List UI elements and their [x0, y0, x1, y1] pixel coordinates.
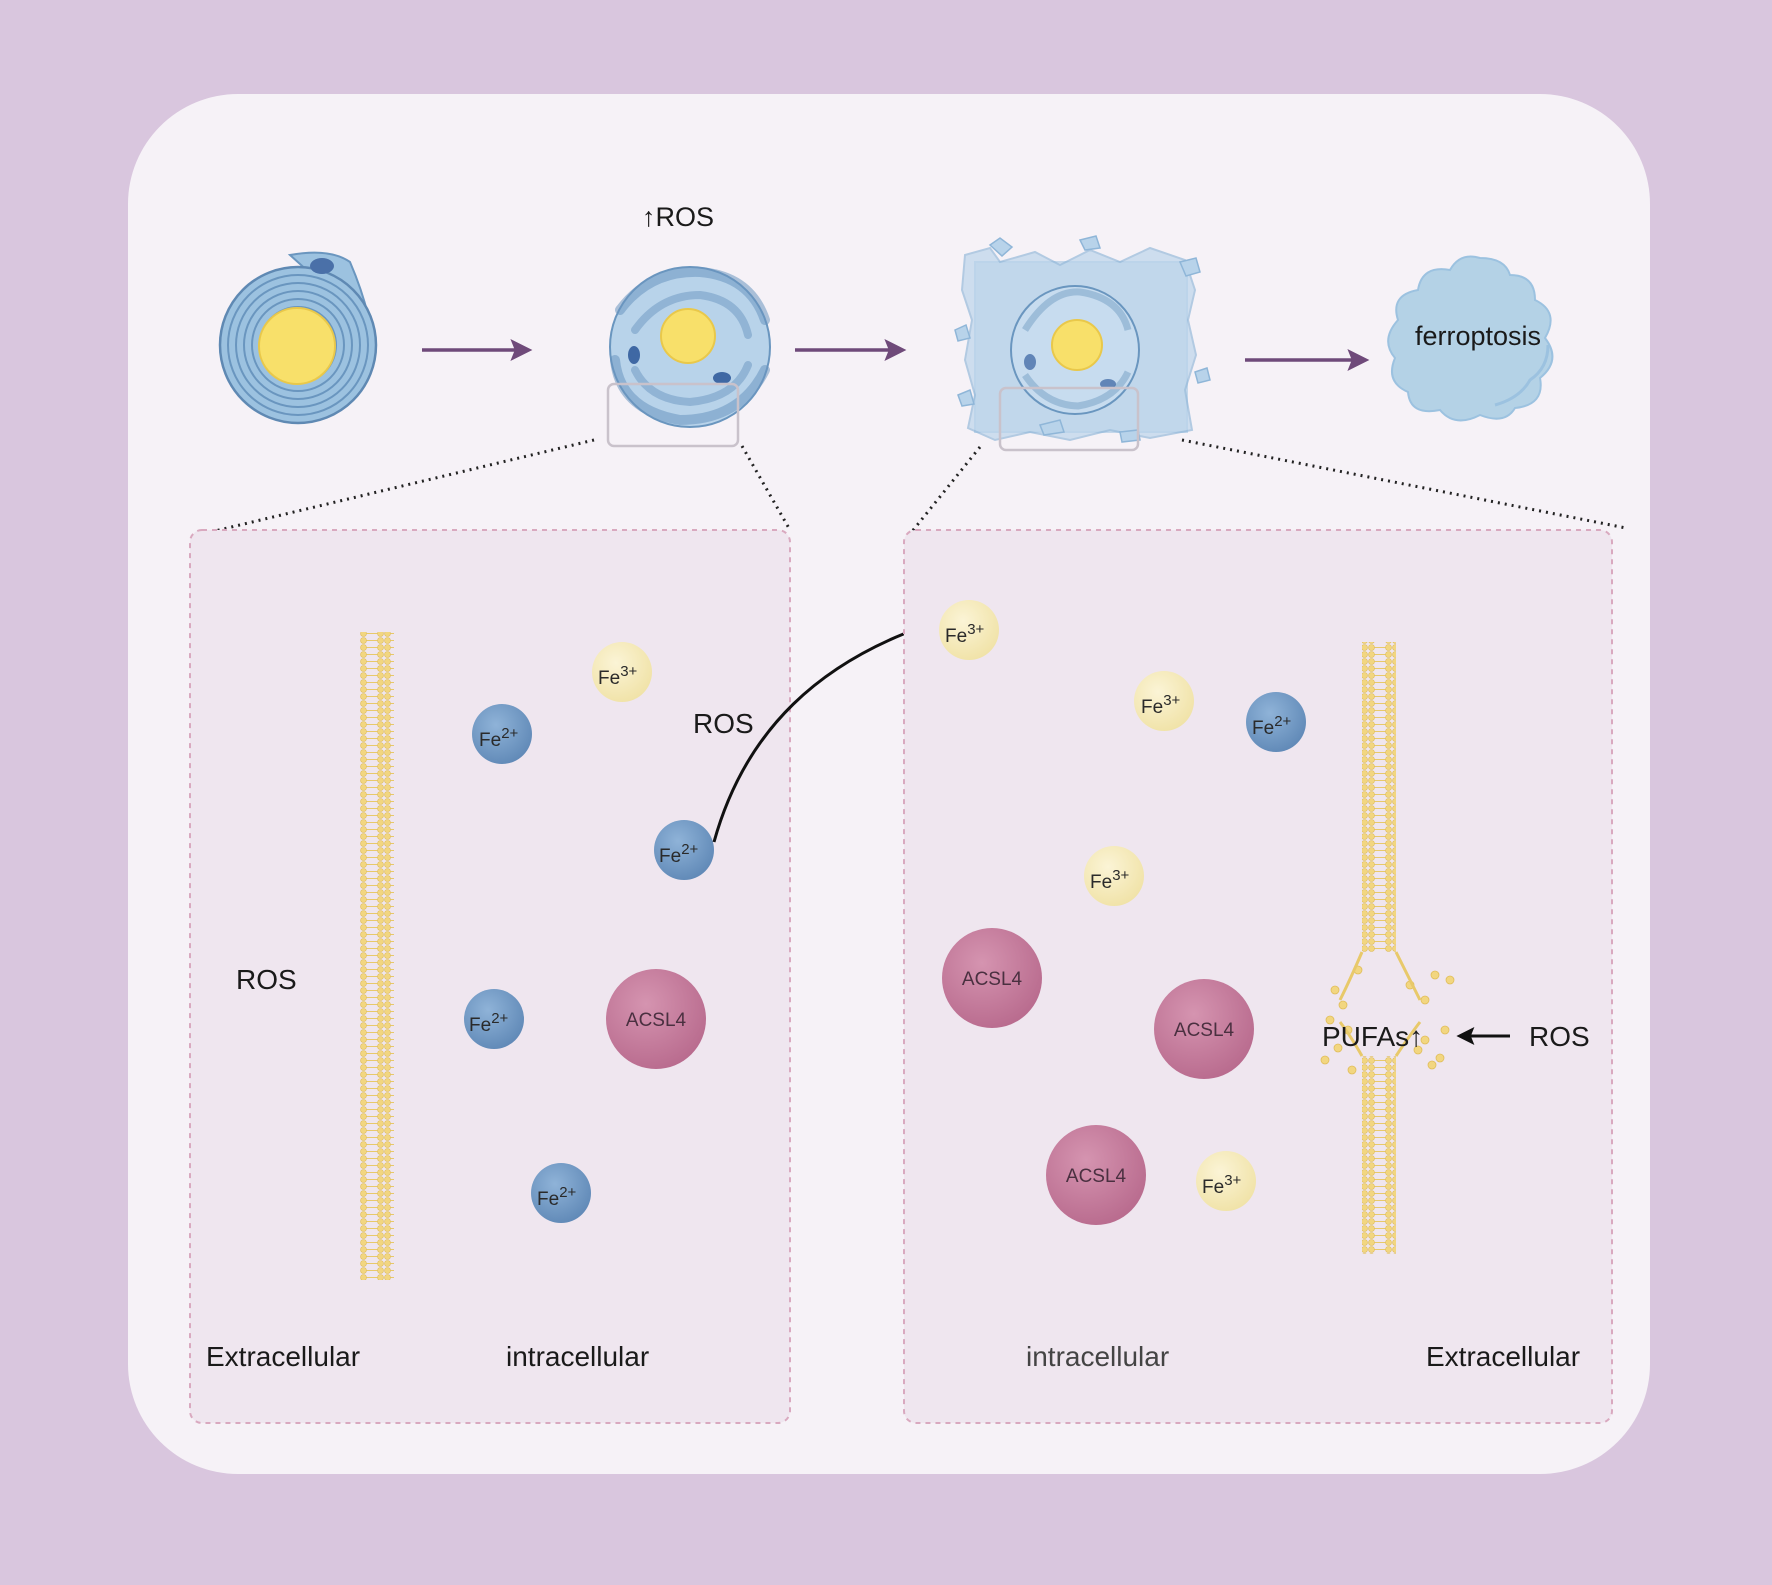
svg-text:ACSL4: ACSL4	[962, 969, 1023, 990]
svg-text:Fe3+: Fe3+	[598, 663, 638, 689]
left-detail-panel: ROS ROS Extracellular intracellular Fe3+…	[189, 529, 791, 1424]
svg-text:Fe2+: Fe2+	[659, 841, 699, 867]
oxidation-arrow	[712, 617, 940, 843]
stressed-cell	[606, 266, 771, 448]
svg-text:Fe3+: Fe3+	[945, 621, 985, 647]
svg-text:ACSL4: ACSL4	[1066, 1166, 1127, 1187]
intracellular-label-left: intracellular	[506, 1341, 649, 1372]
svg-text:Fe2+: Fe2+	[537, 1184, 577, 1210]
acsl4-protein: ACSL4	[606, 969, 706, 1069]
svg-text:ACSL4: ACSL4	[1174, 1020, 1235, 1041]
ros-label-middle: ROS	[693, 708, 754, 739]
cell-membrane-right-lower	[1362, 1056, 1396, 1254]
fe3-ion: Fe3+	[1084, 846, 1144, 906]
extracellular-label-right: Extracellular	[1426, 1341, 1580, 1372]
cell-membrane-left	[360, 632, 394, 1280]
fe2-ion: Fe2+	[654, 820, 714, 880]
cell-membrane-right-upper	[1362, 642, 1396, 952]
right-detail-panel: PUFAs↑ ROS intracellular Extracellular F…	[903, 529, 1613, 1424]
healthy-cell	[218, 251, 378, 425]
fe2-ion: Fe2+	[464, 989, 524, 1049]
acsl4-protein: ACSL4	[1154, 979, 1254, 1079]
ferroptosis-label: ferroptosis	[1415, 321, 1541, 351]
fe3-ion: Fe3+	[592, 642, 652, 702]
fe2-ion: Fe2+	[472, 704, 532, 764]
svg-text:Fe2+: Fe2+	[1252, 713, 1292, 739]
svg-text:Fe2+: Fe2+	[479, 725, 519, 751]
svg-text:ACSL4: ACSL4	[626, 1010, 687, 1031]
fe3-ion: Fe3+	[1196, 1151, 1256, 1211]
ros-label-right: ROS	[1529, 1021, 1590, 1052]
extracellular-label-left: Extracellular	[206, 1341, 360, 1372]
svg-text:Fe3+: Fe3+	[1141, 692, 1181, 718]
lipid-fragments	[1320, 965, 1455, 1075]
membrane-rupture-edge	[1338, 951, 1422, 1057]
svg-text:Fe3+: Fe3+	[1202, 1172, 1242, 1198]
pufas-label: PUFAs↑	[1322, 1021, 1423, 1052]
ros-increase-label: ↑ROS	[642, 202, 714, 232]
fe3-ion: Fe3+	[939, 600, 999, 660]
acsl4-protein: ACSL4	[942, 928, 1042, 1028]
intracellular-label-right: intracellular	[1026, 1341, 1169, 1372]
ruptured-cell	[954, 235, 1211, 452]
fe2-ion: Fe2+	[1246, 692, 1306, 752]
fe2-ion: Fe2+	[531, 1163, 591, 1223]
svg-text:Fe3+: Fe3+	[1090, 867, 1130, 893]
acsl4-protein: ACSL4	[1046, 1125, 1146, 1225]
zoom-lines	[197, 438, 1627, 537]
ros-label-left: ROS	[236, 964, 297, 995]
svg-text:Fe2+: Fe2+	[469, 1010, 509, 1036]
fe3-ion: Fe3+	[1134, 671, 1194, 731]
ferroptotic-cell: ferroptosis	[1387, 255, 1554, 422]
